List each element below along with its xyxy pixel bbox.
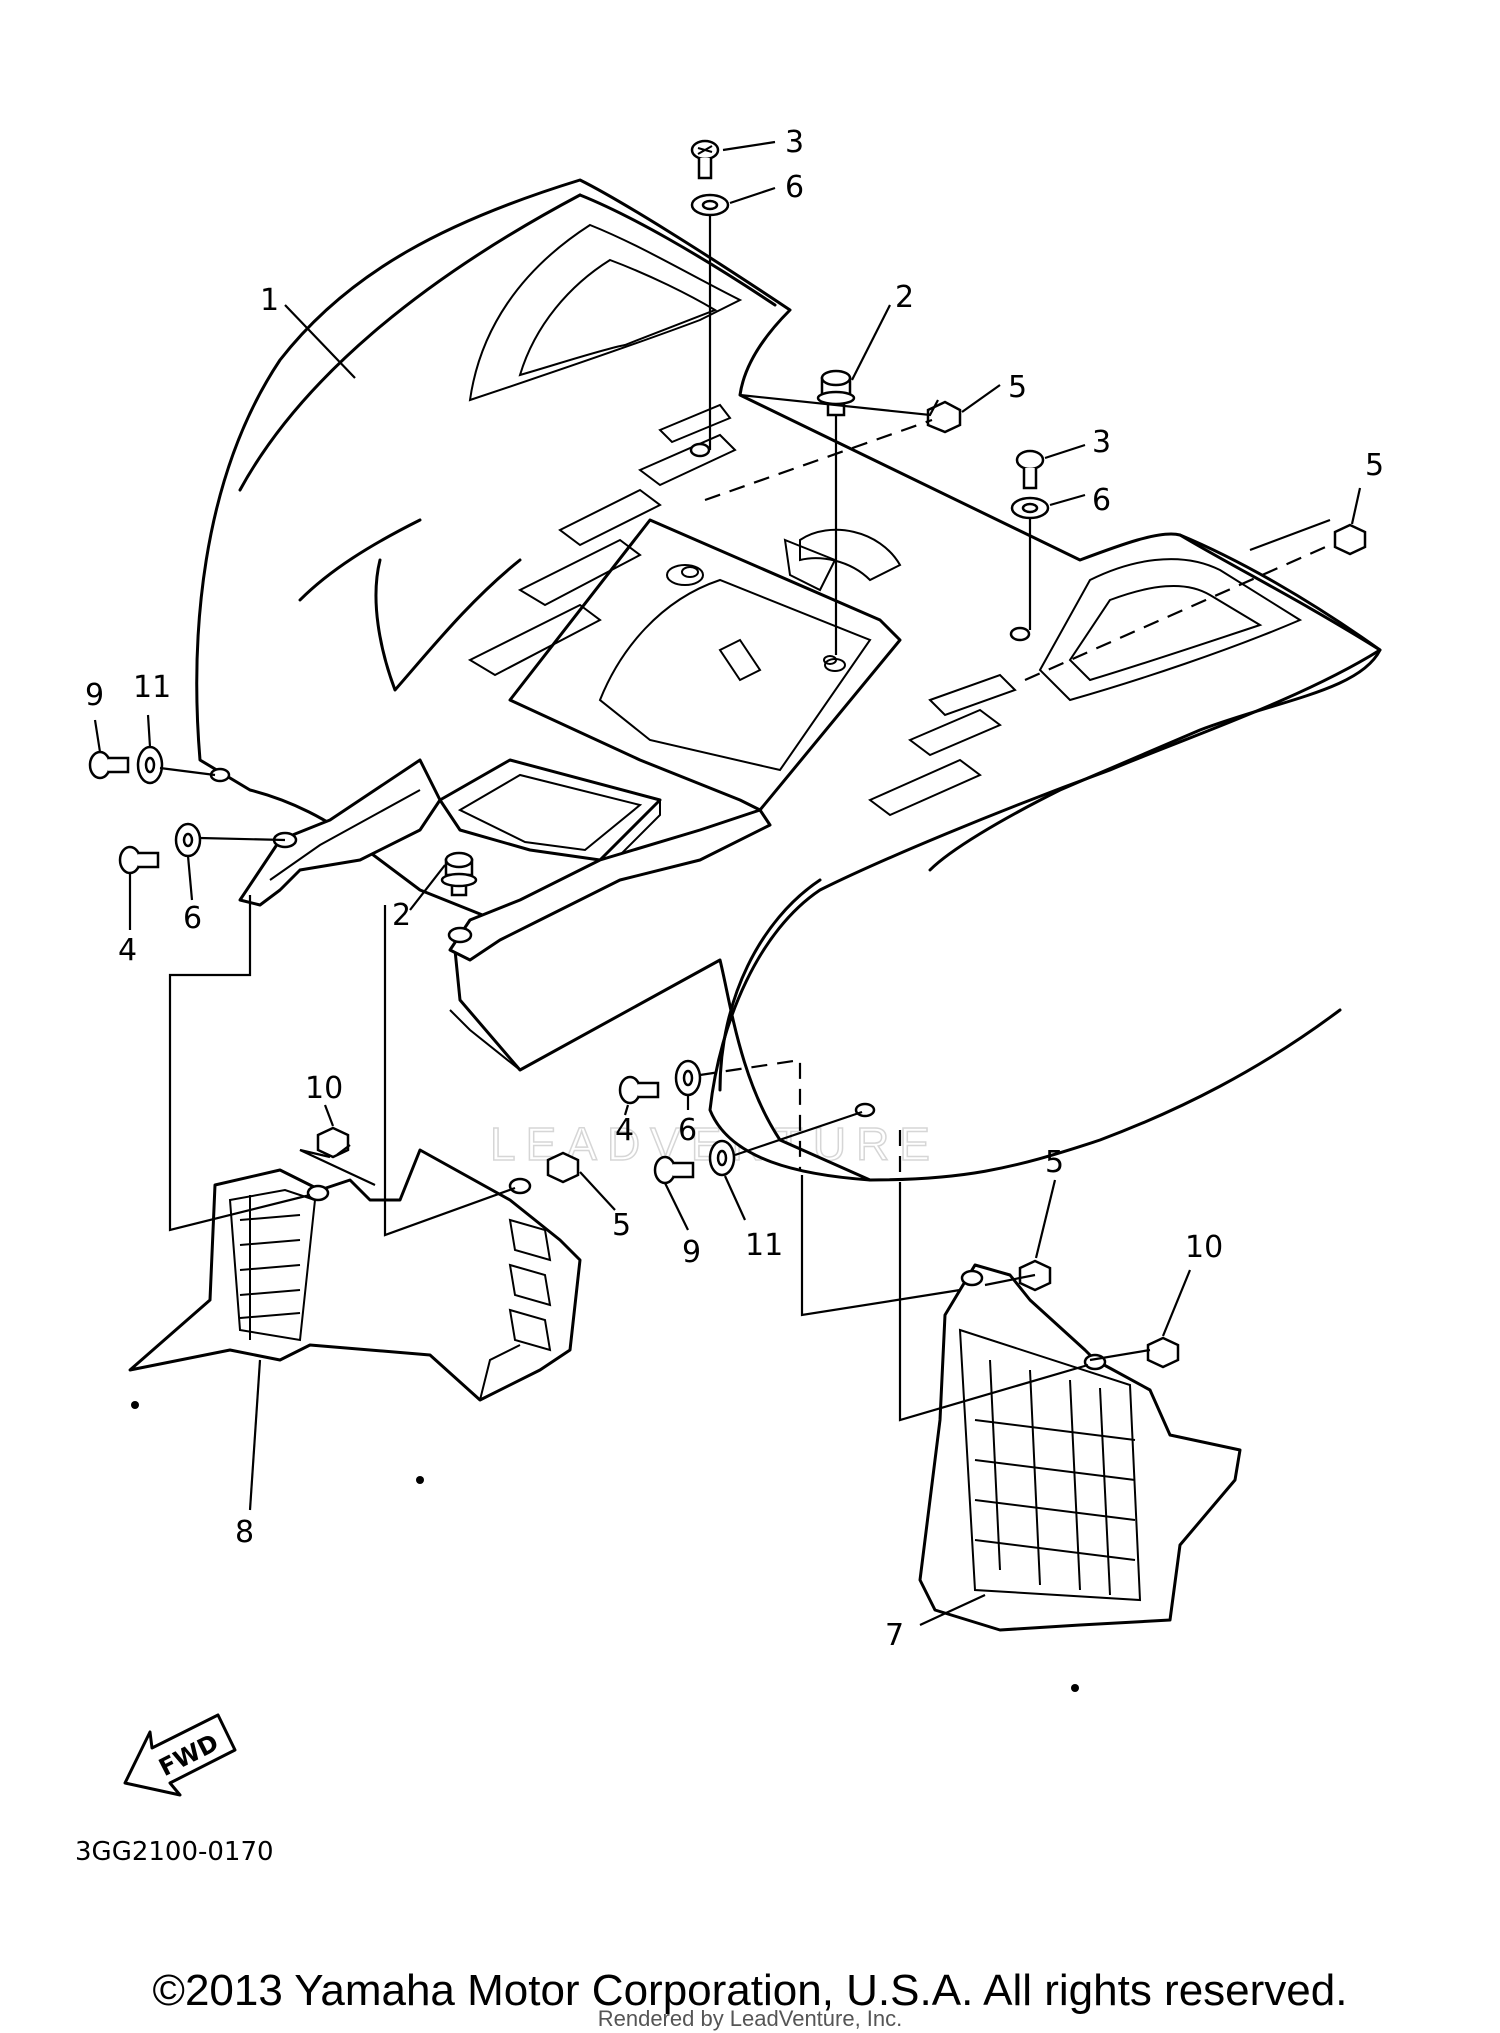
callout-11-left: 11 bbox=[133, 670, 171, 705]
callout-10-right: 10 bbox=[1185, 1230, 1223, 1265]
bolt-9-left bbox=[88, 750, 130, 780]
hardware bbox=[88, 139, 1367, 1369]
copyright-notice: ©2013 Yamaha Motor Corporation, U.S.A. A… bbox=[152, 1966, 1348, 2015]
callout-3-top: 3 bbox=[785, 125, 804, 160]
assembly-lines bbox=[159, 215, 1331, 1422]
callout-2-mid: 2 bbox=[392, 898, 411, 933]
right-mud-flap-part-7 bbox=[918, 1263, 1242, 1692]
bolt-4-left bbox=[118, 845, 160, 875]
nut-10-right bbox=[1146, 1336, 1180, 1369]
callout-1: 1 bbox=[260, 283, 279, 318]
bolt-2-mid bbox=[440, 851, 478, 897]
callout-4-left: 4 bbox=[118, 933, 137, 968]
screw-3-top bbox=[690, 139, 720, 180]
callout-11-right: 11 bbox=[745, 1228, 783, 1263]
callout-5-mid: 5 bbox=[612, 1208, 631, 1243]
callout-5-top: 5 bbox=[1008, 370, 1027, 405]
rear-fender-part-1 bbox=[195, 178, 1382, 1182]
callout-2-top: 2 bbox=[895, 280, 914, 315]
callout-10-left: 10 bbox=[305, 1071, 343, 1106]
nut-5-mid bbox=[546, 1151, 580, 1184]
callout-labels: 1 2 2 3 3 4 4 5 5 5 5 6 6 6 6 7 8 9 9 10… bbox=[85, 125, 1384, 1653]
callout-9-left: 9 bbox=[85, 678, 104, 713]
callout-7: 7 bbox=[885, 1618, 904, 1653]
callout-6-left: 6 bbox=[183, 901, 202, 936]
bolt-2-top bbox=[816, 369, 856, 417]
callout-5-far-right: 5 bbox=[1365, 448, 1384, 483]
callout-6-mid: 6 bbox=[678, 1113, 697, 1148]
nut-10-left bbox=[316, 1126, 350, 1159]
callout-6-top: 6 bbox=[785, 170, 804, 205]
bolt-9-right bbox=[653, 1155, 695, 1185]
callout-5-right-flap: 5 bbox=[1045, 1145, 1064, 1180]
fwd-arrow-icon: FWD bbox=[123, 1713, 237, 1797]
callout-9-right: 9 bbox=[682, 1235, 701, 1270]
nut-5-far-right bbox=[1333, 523, 1367, 556]
bolt-4-right bbox=[618, 1075, 660, 1105]
callout-6-right: 6 bbox=[1092, 483, 1111, 518]
nut-5-top bbox=[926, 400, 962, 434]
callout-4-right: 4 bbox=[615, 1113, 634, 1148]
callout-leaders bbox=[93, 140, 1362, 1626]
left-mud-flap-part-8 bbox=[128, 1148, 582, 1484]
callout-3-right: 3 bbox=[1092, 425, 1111, 460]
callout-8: 8 bbox=[235, 1515, 254, 1550]
rendered-by-notice: Rendered by LeadVenture, Inc. bbox=[597, 2006, 903, 2031]
screw-3-right bbox=[1015, 449, 1045, 490]
diagram-code: 3GG2100-0170 bbox=[75, 1837, 274, 1867]
